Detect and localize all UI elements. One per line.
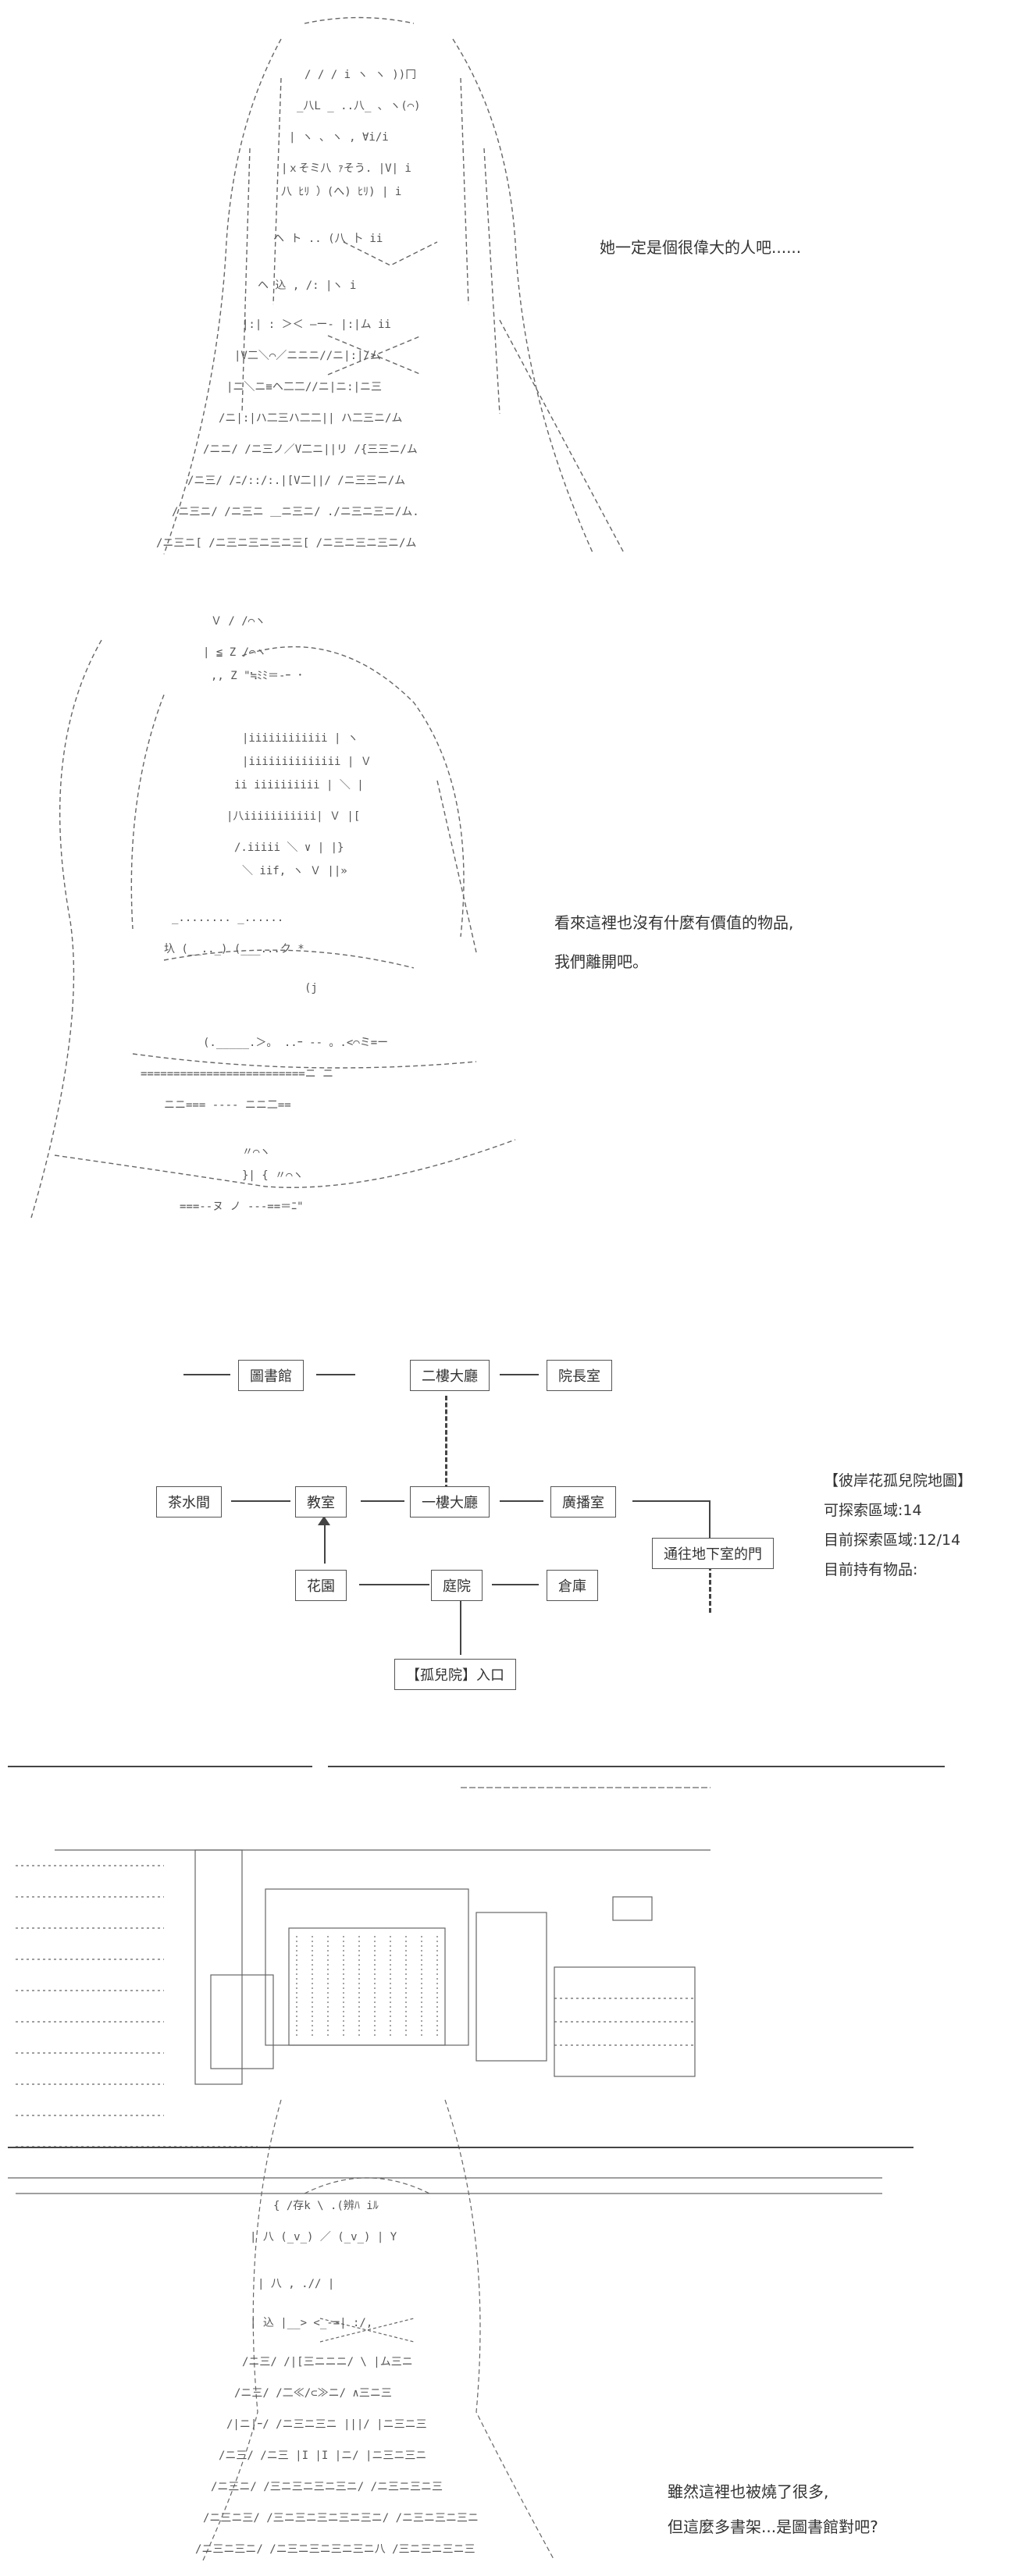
map-node-courtyard[interactable]: 庭院 bbox=[431, 1570, 483, 1601]
svg-text:八 ﾋﾘ ）(へ) ﾋﾘ) | i: 八 ﾋﾘ ）(へ) ﾋﾘ) | i bbox=[281, 186, 401, 198]
svg-text:===‐‐ヌ ノ ‐‐‐==＝ﾆ": ===‐‐ヌ ノ ‐‐‐==＝ﾆ" bbox=[180, 1201, 304, 1213]
map-line-basement-down bbox=[709, 1566, 711, 1613]
map-node-hall2[interactable]: 二樓大廳 bbox=[410, 1360, 490, 1391]
map-node-director-office[interactable]: 院長室 bbox=[547, 1360, 612, 1391]
map-line-hall2-hall1 bbox=[445, 1396, 447, 1489]
svg-text:ヘ 込 , /: |ヽ i: ヘ 込 , /: |ヽ i bbox=[258, 279, 356, 292]
svg-text:＼ iif, ヽ Ｖ ||»: ＼ iif, ヽ Ｖ ||» bbox=[242, 865, 347, 877]
map-info-explorable: 可探索區域:14 bbox=[824, 1502, 922, 1519]
ascii-art-girl-portrait: / / / i ヽ ヽ ))冂 _八L _ ..八_ ､ ヽ(⌒) | ヽ ､ … bbox=[156, 16, 625, 555]
svg-text:_........ _......: _........ _...... bbox=[172, 912, 283, 924]
svg-text:}| { 〃⌒ヽ: }| { 〃⌒ヽ bbox=[242, 1169, 304, 1182]
map-node-hall1[interactable]: 一樓大廳 bbox=[410, 1486, 490, 1517]
svg-text:|:| : ＞＜ —ー‐ |:|ム ii: |:| : ＞＜ —ー‐ |:|ム ii bbox=[242, 318, 391, 331]
svg-text:/ニ三/ /ニ三 |I |I |ニ/ |ニ三ニ三ニ: /ニ三/ /ニ三 |I |I |ニ/ |ニ三ニ三ニ bbox=[219, 2450, 426, 2462]
map-node-entrance[interactable]: 【孤兒院】入口 bbox=[394, 1659, 516, 1690]
svg-text:ii iiiiiiiiii | ＼ |: ii iiiiiiiiii | ＼ | bbox=[234, 779, 364, 792]
panel-4-top-rule-right bbox=[328, 1766, 945, 1767]
panel-1-caption: 她一定是個很偉大的人吧...... bbox=[600, 238, 802, 257]
svg-text:/ニ三ニ[ /ニ三ニ三ニ三ニ三[ /ニ三ニ三ニ三ニ/ム: /ニ三ニ[ /ニ三ニ三ニ三ニ三[ /ニ三ニ三ニ三ニ/ム bbox=[156, 537, 416, 550]
ascii-art-sleeping-face: Ｖ / /⌒ヽ | ≦ Z /⌒ヽ ,, Z "≒ﾐﾐ＝‐ｰ ･ |iiiiii… bbox=[30, 615, 516, 1219]
svg-text:/ニ|:|ハ二三ハ二二|| ハ二三ニ/ム: /ニ|:|ハ二三ハ二二|| ハ二三ニ/ム bbox=[219, 412, 402, 425]
svg-text:{ /存k \ .(辨ﾊ iﾙ: { /存k \ .(辨ﾊ iﾙ bbox=[273, 2200, 379, 2212]
map-node-broadcast-room[interactable]: 廣播室 bbox=[550, 1486, 616, 1517]
ascii-art-library-scene: { /存k \ .(辨ﾊ iﾙ | 八 (_v_) ／ (_v_) | Y | … bbox=[8, 1787, 882, 2561]
svg-text:,, Z "≒ﾐﾐ＝‐ｰ ･: ,, Z "≒ﾐﾐ＝‐ｰ ･ bbox=[211, 670, 303, 682]
svg-text:/ニ三/ /ﾆ/::/:.|[V二||/ /ニ三三ニ/ム: /ニ三/ /ﾆ/::/:.|[V二||/ /ニ三三ニ/ム bbox=[187, 475, 405, 487]
map-line-hall1-broadcast bbox=[500, 1500, 543, 1502]
map-node-tearoom[interactable]: 茶水間 bbox=[156, 1486, 222, 1517]
svg-text:(._____.＞。 ..ｰ ‐‐ 。.<⌒ミ=ー: (._____.＞。 ..ｰ ‐‐ 。.<⌒ミ=ー bbox=[203, 1037, 388, 1049]
svg-text:|iiiiiiiiiiii | ヽ: |iiiiiiiiiiii | ヽ bbox=[242, 732, 358, 745]
svg-text:|ｘそミ八 ｧそう. |V| i: |ｘそミ八 ｧそう. |V| i bbox=[281, 162, 411, 175]
panel-4: { /存k \ .(辨ﾊ iﾙ | 八 (_v_) ／ (_v_) | Y | … bbox=[0, 1717, 1015, 2576]
svg-text:|八iiiiiiiiiii| Ｖ |[: |八iiiiiiiiiii| Ｖ |[ bbox=[226, 810, 360, 823]
map-line-courtyard-entrance bbox=[460, 1600, 461, 1655]
svg-text:|V二＼⌒／ニニニ//ニ|:|/ム: |V二＼⌒／ニニニ//ニ|:|/ム bbox=[234, 350, 381, 362]
panel-4-top-rule-left bbox=[8, 1766, 312, 1767]
map-info-title: 【彼岸花孤兒院地圖】 bbox=[824, 1472, 973, 1489]
map-arrow-up-icon bbox=[318, 1516, 330, 1525]
panel-2-caption-line-2: 我們離開吧。 bbox=[554, 952, 648, 971]
svg-text:圦 (__.._) (___...ク *: 圦 (__.._) (___...ク * bbox=[164, 943, 304, 955]
svg-text:| ≦ Z /⌒ヽ: | ≦ Z /⌒ヽ bbox=[203, 646, 266, 659]
map-line-tearoom-classroom bbox=[231, 1500, 290, 1502]
svg-text:| 八 , .// |: | 八 , .// | bbox=[258, 2278, 334, 2290]
svg-text:/ニ三/ /|[三ニニニ/ \ |ム三ニ: /ニ三/ /|[三ニニニ/ \ |ム三ニ bbox=[242, 2356, 413, 2368]
panel-2: Ｖ / /⌒ヽ | ≦ Z /⌒ヽ ,, Z "≒ﾐﾐ＝‐ｰ ･ |iiiiii… bbox=[0, 593, 1015, 1265]
panel-1: / / / i ヽ ヽ ))冂 _八L _ ..八_ ､ ヽ(⌒) | ヽ ､ … bbox=[0, 0, 1015, 593]
svg-text:=========================ニ ニ: =========================ニ ニ bbox=[141, 1068, 333, 1080]
map-node-classroom[interactable]: 教室 bbox=[295, 1486, 347, 1517]
svg-text:|ニ＼ニ≡ヘ二二//ニ|ニ:|ニ三: |ニ＼ニ≡ヘ二二//ニ|ニ:|ニ三 bbox=[226, 381, 382, 393]
svg-text:/ / / i ヽ ヽ ))冂: / / / i ヽ ヽ ))冂 bbox=[304, 69, 416, 81]
map-info-items: 目前持有物品: bbox=[824, 1561, 918, 1578]
map-node-storage[interactable]: 倉庫 bbox=[547, 1570, 598, 1601]
map-line-garden-courtyard bbox=[359, 1584, 429, 1585]
svg-text:/ニニ/ /ニ三ノ／V二ニ||リ /{三三ニ/ム: /ニニ/ /ニ三ノ／V二ニ||リ /{三三ニ/ム bbox=[203, 443, 418, 456]
map-node-library[interactable]: 圖書館 bbox=[238, 1360, 304, 1391]
map-line-down-to-basement bbox=[709, 1500, 710, 1538]
svg-text:|iiiiiiiiiiiiii | Ｖ: |iiiiiiiiiiiiii | Ｖ bbox=[242, 756, 372, 768]
svg-text:/ニ三/ /二≪/⊂≫ニ/ ∧三ニ三: /ニ三/ /二≪/⊂≫ニ/ ∧三ニ三 bbox=[234, 2387, 392, 2400]
map-line-courtyard-storage bbox=[492, 1584, 539, 1585]
map-node-garden[interactable]: 花園 bbox=[295, 1570, 347, 1601]
panel-2-caption-line-1: 看來這裡也沒有什麼有價值的物品, bbox=[554, 913, 794, 932]
map-info-explored: 目前探索區域:12/14 bbox=[824, 1532, 961, 1549]
map-line-hall2-director bbox=[500, 1374, 539, 1375]
svg-text:/.iiiii ＼ ∨ | |}: /.iiiii ＼ ∨ | |} bbox=[234, 841, 344, 854]
svg-text:| 込 |__> <_-=| :/,: | 込 |__> <_-=| :/, bbox=[250, 2317, 372, 2329]
panel-4-caption-line-2: 但這麼多書架...是圖書館對吧? bbox=[668, 2517, 878, 2536]
svg-text:(j: (j bbox=[304, 982, 318, 994]
map-line-left-of-library bbox=[183, 1374, 230, 1375]
svg-text:/|ニ|ｰ/ /ニ三ニ三ニ |||/ |ニ三ニ三: /|ニ|ｰ/ /ニ三ニ三ニ |||/ |ニ三ニ三 bbox=[226, 2418, 427, 2431]
svg-text:/ニ三ニ/ /ニ三ニ ＿ニ三ニ/ ./ニ三ニ三ニ/ム.: /ニ三ニ/ /ニ三ニ ＿ニ三ニ/ ./ニ三ニ三ニ/ム. bbox=[172, 506, 419, 518]
map-panel: 圖書館 二樓大廳 院長室 茶水間 教室 一樓大廳 廣播室 通往地下室的門 花園 … bbox=[0, 1265, 1015, 1702]
map-line-classroom-hall1 bbox=[361, 1500, 404, 1502]
svg-text:/ニ三ニ/ /三ニ三ニ三ニ三ニ/ /ニ三ニ三ニ三: /ニ三ニ/ /三ニ三ニ三ニ三ニ/ /ニ三ニ三ニ三 bbox=[211, 2481, 443, 2493]
svg-text:/ニ三ニ三/ /三ニ三ニ三ニ三ニ三ニ/ /ニ三ニ三ニ三ニ: /ニ三ニ三/ /三ニ三ニ三ニ三ニ三ニ/ /ニ三ニ三ニ三ニ bbox=[203, 2512, 479, 2524]
svg-text:Ｖ / /⌒ヽ: Ｖ / /⌒ヽ bbox=[211, 615, 265, 628]
svg-text:ニニ=== ‐‐‐‐ ニニ二==: ニニ=== ‐‐‐‐ ニニ二== bbox=[164, 1099, 291, 1112]
scene-divider-lower bbox=[8, 2147, 914, 2148]
svg-text:ヘ ト .. (八 卜 ii: ヘ ト .. (八 卜 ii bbox=[273, 233, 383, 245]
map-line-broadcast-right bbox=[632, 1500, 710, 1502]
svg-text:_八L _ ..八_ ､ ヽ(⌒): _八L _ ..八_ ､ ヽ(⌒) bbox=[297, 100, 421, 112]
svg-text:〃⌒ヽ: 〃⌒ヽ bbox=[242, 1146, 270, 1158]
svg-text:/ニ三ニ三ニ/ /ニ三ニ三ニ三ニ三ニ八 /三ニ三ニ三ニ三: /ニ三ニ三ニ/ /ニ三ニ三ニ三ニ三ニ八 /三ニ三ニ三ニ三 bbox=[195, 2543, 475, 2556]
map-line-library-hall2 bbox=[316, 1374, 355, 1375]
map-arrow-garden-classroom bbox=[324, 1525, 326, 1564]
svg-text:| ヽ ､ ヽ , ∀i/i: | ヽ ､ ヽ , ∀i/i bbox=[289, 131, 389, 144]
panel-4-caption-line-1: 雖然這裡也被燒了很多, bbox=[668, 2482, 829, 2501]
map-node-basement-door[interactable]: 通往地下室的門 bbox=[652, 1538, 774, 1569]
svg-text:| 八 (_v_) ／ (_v_) | Y: | 八 (_v_) ／ (_v_) | Y bbox=[250, 2231, 397, 2243]
